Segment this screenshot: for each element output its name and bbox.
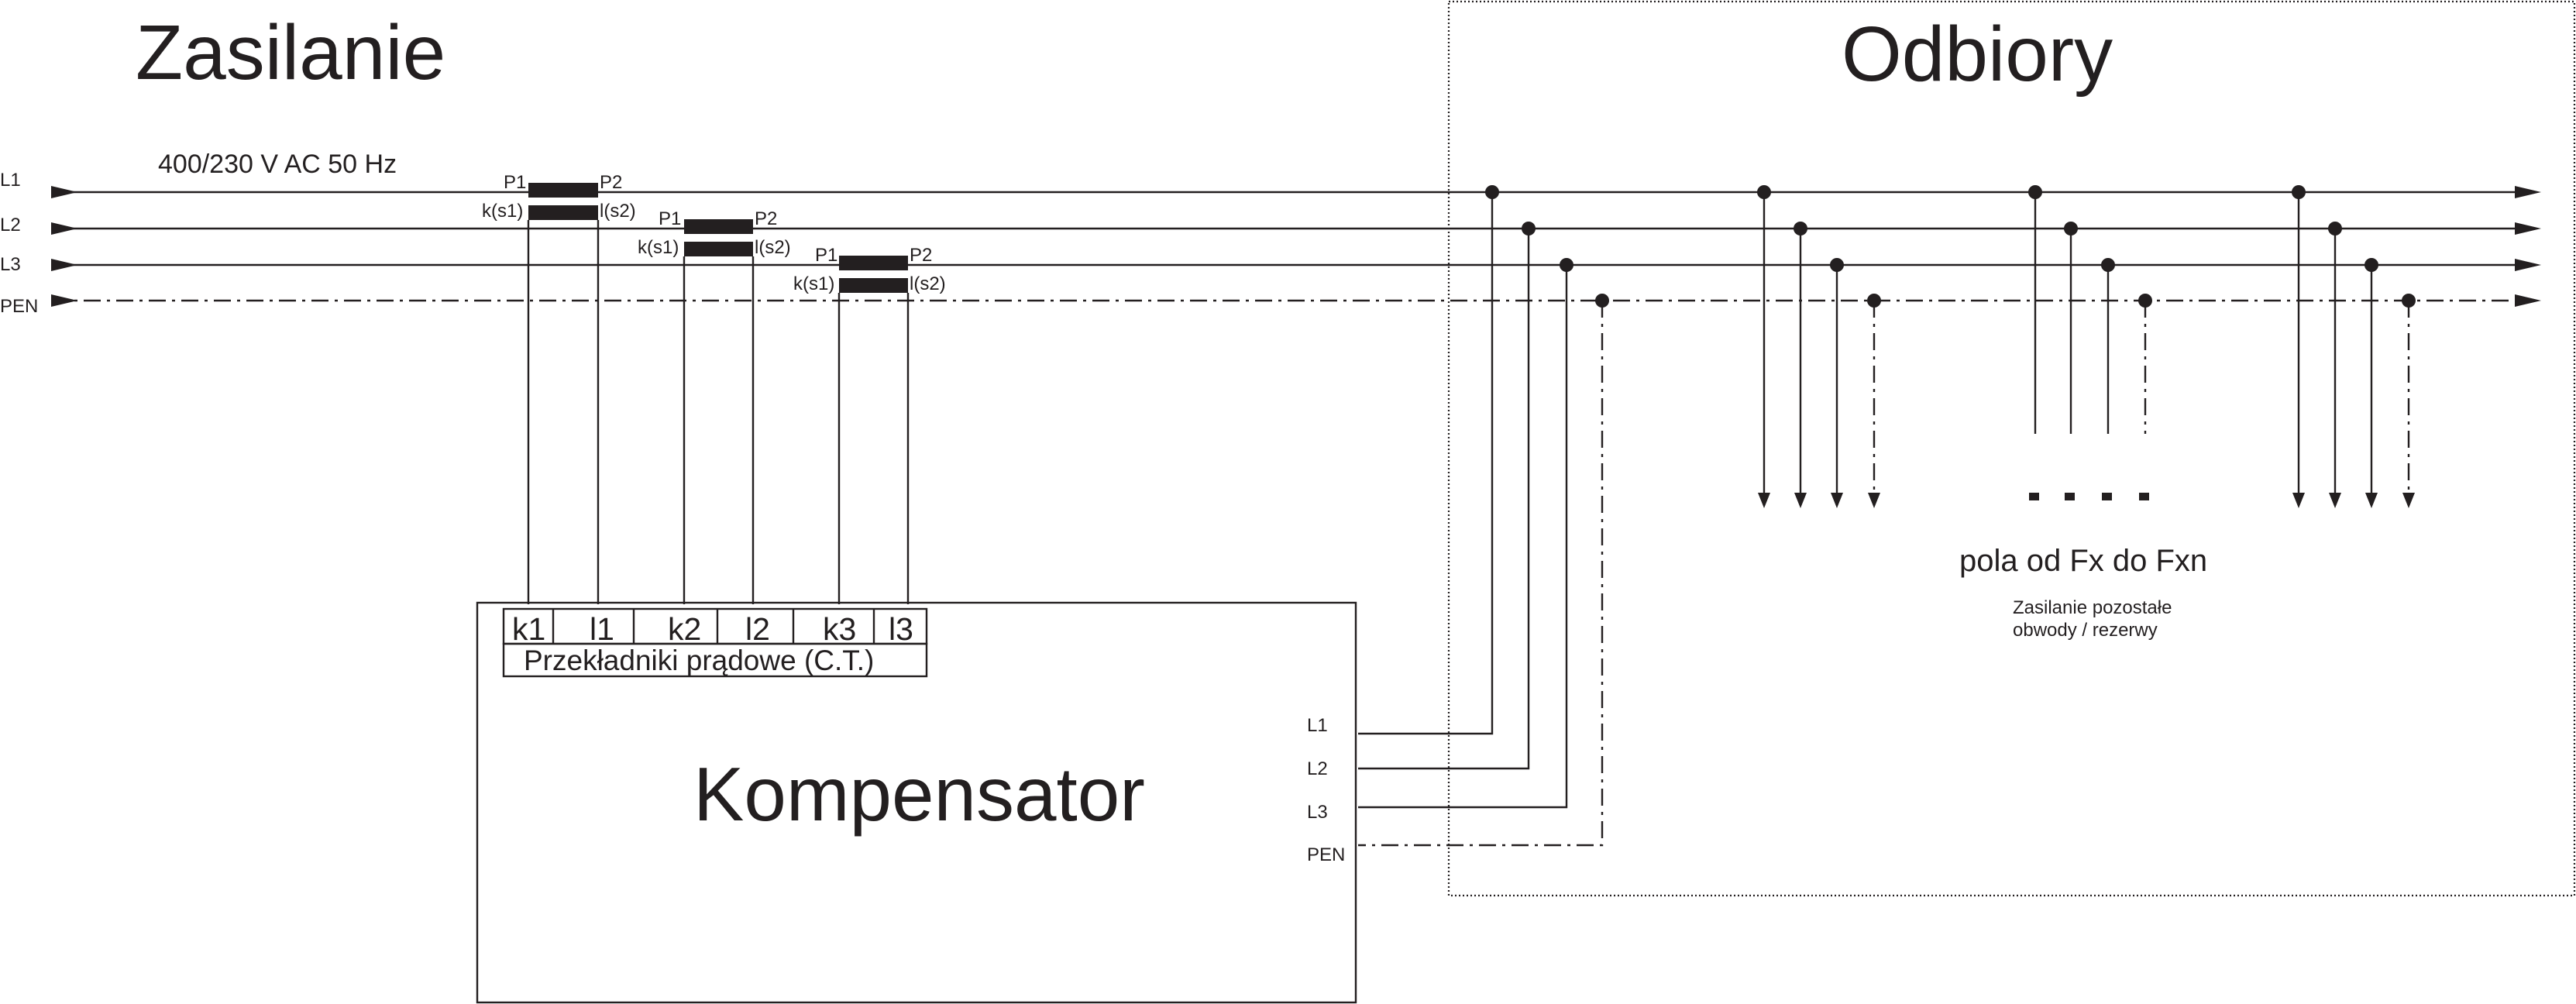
feeder-arrow (1868, 493, 1880, 508)
outgoing-arrow-l3 (2515, 259, 2541, 271)
line-label-pen: PEN (0, 296, 38, 317)
current-transformer-l3: P1 P2 k(s1) l(s2) (793, 245, 946, 604)
ct-primary-out-label: P2 (910, 245, 932, 266)
ct-secondary-l-label: l(s2) (910, 273, 946, 294)
terminal-l2: l2 (745, 611, 770, 647)
junction-node (2064, 222, 2078, 236)
ct-caption-box (502, 642, 928, 678)
junction-node (2328, 222, 2342, 236)
supply-section-title: Zasilanie (136, 9, 445, 96)
compensator-title: Kompensator (693, 751, 1145, 837)
ct-core-secondary (839, 278, 908, 293)
terminal-l3: l3 (889, 611, 913, 647)
feeder-arrow (1758, 493, 1770, 508)
ct-secondary-k-label: k(s1) (482, 201, 523, 222)
junction-node (1830, 258, 1844, 272)
outgoing-arrow-pen (2515, 294, 2541, 307)
ct-core-primary (528, 183, 598, 198)
ct-core-primary (684, 219, 753, 234)
loads-note-line2: obwody / rezerwy (2013, 620, 2158, 641)
tap-pen (1358, 301, 1604, 847)
current-transformer-l1: P1 P2 k(s1) l(s2) (482, 172, 636, 604)
ct-terminal-strip (502, 607, 928, 645)
incoming-arrow-pen (51, 294, 77, 307)
terminal-k3: k3 (823, 611, 856, 647)
terminal-k2: k2 (668, 611, 701, 647)
line-label-l3: L3 (0, 254, 21, 275)
loads-section-title: Odbiory (1842, 11, 2113, 98)
junction-node (1757, 185, 1771, 199)
compensator-supply-taps (1358, 185, 1609, 847)
incoming-arrow-l1 (51, 186, 77, 198)
junction-node (1867, 294, 1881, 308)
ct-primary-out-label: P2 (600, 172, 622, 193)
compensator-frame (476, 601, 1357, 1004)
feeder-arrow (2292, 493, 2305, 508)
ct-caption: Przekładniki prądowe (C.T.) (524, 645, 874, 676)
junction-node (2101, 258, 2115, 272)
junction-node (2138, 294, 2152, 308)
junction-node (2028, 185, 2042, 199)
tap-l2 (1358, 229, 1530, 770)
ct-primary-in-label: P1 (659, 208, 681, 229)
junction-node (2364, 258, 2378, 272)
feeder-arrow (1794, 493, 1807, 508)
ct-secondary-l-label: l(s2) (600, 201, 636, 222)
tap-l3 (1358, 265, 1568, 809)
tap-l1 (1358, 192, 1494, 735)
junction-node (2292, 185, 2306, 199)
continuation-dots (2029, 493, 2149, 500)
incoming-arrow-l2 (51, 222, 77, 235)
terminal-k1: k1 (512, 611, 545, 647)
line-label-l1: L1 (0, 170, 21, 191)
compensator-input-l1: L1 (1307, 715, 1328, 736)
junction-node (1560, 258, 1573, 272)
ct-primary-in-label: P1 (815, 245, 837, 266)
feeder-arrow (2329, 493, 2341, 508)
current-transformer-l2: P1 P2 k(s1) l(s2) (638, 208, 791, 604)
junction-node (1794, 222, 1807, 236)
compensator-input-l3: L3 (1307, 802, 1328, 823)
ct-core-primary (839, 256, 908, 270)
compensator-input-l2: L2 (1307, 758, 1328, 779)
feeder-1 (1757, 185, 1881, 508)
ct-core-secondary (684, 242, 753, 256)
feeder-3 (2292, 185, 2416, 508)
junction-node (2402, 294, 2416, 308)
outgoing-arrow-l1 (2515, 186, 2541, 198)
compensator: k1 l1 k2 l2 k3 l3 Przekładniki prądowe (… (476, 601, 1357, 1004)
ct-primary-out-label: P2 (755, 208, 777, 229)
junction-node (1595, 294, 1609, 308)
junction-node (1485, 185, 1499, 199)
feeder-arrow (2365, 493, 2378, 508)
loads-area-frame (1447, 0, 2576, 897)
line-label-l2: L2 (0, 215, 21, 236)
junction-node (1522, 222, 1536, 236)
compensator-input-pen: PEN (1307, 844, 1345, 865)
feeder-arrow (1831, 493, 1843, 508)
ct-core-secondary (528, 205, 598, 220)
supply-voltage-label: 400/230 V AC 50 Hz (158, 150, 397, 179)
ct-secondary-k-label: k(s1) (793, 273, 834, 294)
feeder-2 (2028, 185, 2152, 434)
ct-primary-in-label: P1 (504, 172, 526, 193)
outgoing-arrow-l2 (2515, 222, 2541, 235)
loads-note-line1: Zasilanie pozostałe (2013, 597, 2172, 618)
ct-secondary-k-label: k(s1) (638, 237, 679, 258)
incoming-arrow-l3 (51, 259, 77, 271)
fields-label: pola od Fx do Fxn (1959, 544, 2207, 578)
feeder-arrow (2402, 493, 2415, 508)
ct-secondary-l-label: l(s2) (755, 237, 791, 258)
terminal-l1: l1 (590, 611, 614, 647)
